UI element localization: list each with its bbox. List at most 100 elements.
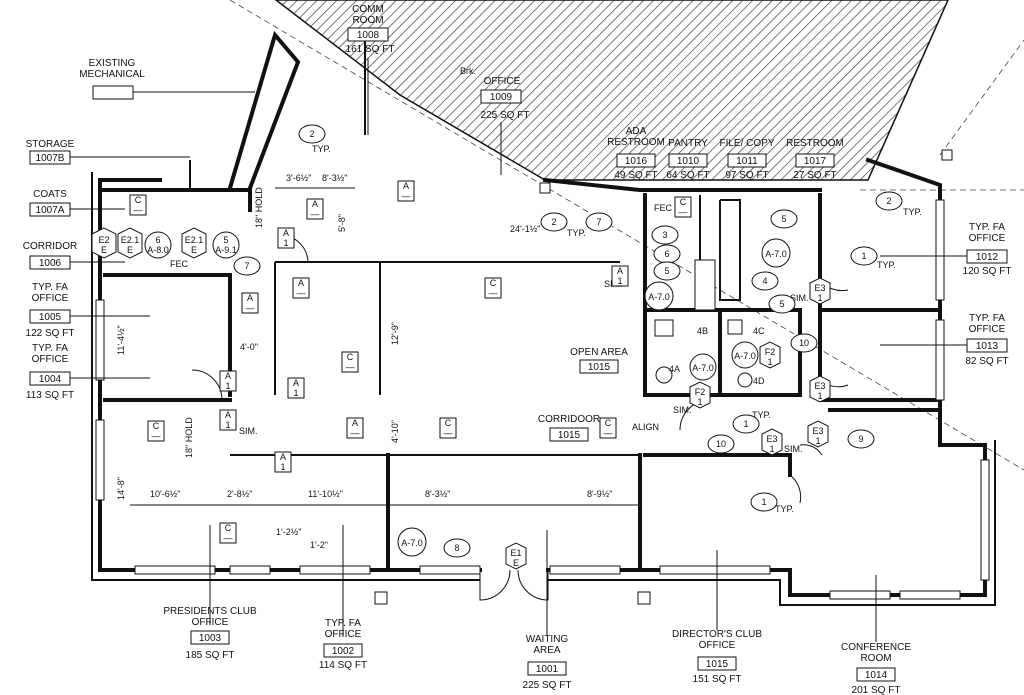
keynote-5-b: 5 <box>770 209 798 229</box>
room-name: CORRIDOR <box>23 241 77 252</box>
tag-text: C— <box>224 523 233 543</box>
keynote-10-a: 10 <box>790 333 818 353</box>
room-number: 1007A <box>36 205 65 216</box>
keynote-6: 6 <box>653 244 681 264</box>
keynote-number: 4 <box>762 276 767 286</box>
keynote-2-b: 2 <box>540 212 568 232</box>
tag-aa-5: A— <box>346 417 364 439</box>
room-number: 1017 <box>804 156 827 167</box>
notes: TYP. TYP. TYP. TYP. TYP. TYP. FEC FEC SI… <box>170 66 922 514</box>
room-name: STORAGE <box>26 139 75 150</box>
room-number: 1007B <box>36 153 65 164</box>
keynote-9: 9 <box>847 429 875 449</box>
room-area: 82 SQ FT <box>965 356 1008 367</box>
room-name: FILE/ COPY <box>719 138 774 149</box>
room-number: 1014 <box>865 670 888 681</box>
keynote-number: 2 <box>886 196 891 206</box>
dimension-label: 11'-4½" <box>116 325 126 355</box>
room-number: 1010 <box>677 156 700 167</box>
tag-a70-right: A-7.0 <box>761 238 791 268</box>
room-label-1009: OFFICE 1009 225 SQ FT <box>480 76 529 121</box>
tag-c-5: C— <box>147 420 165 442</box>
tag-aa-1: A— <box>397 180 415 202</box>
room-area: 122 SQ FT <box>26 328 75 339</box>
room-area: 120 SQ FT <box>963 266 1012 277</box>
room-label-1010: PANTRY 1010 64 SQ FT <box>666 138 709 181</box>
tag-text: C— <box>604 418 613 438</box>
keynote-number: 1 <box>743 419 748 429</box>
tag-a70-left: A-7.0 <box>397 527 427 557</box>
tag-text: C— <box>346 352 355 372</box>
fixture-label: 4B <box>697 326 708 336</box>
tag-a70-mid: A-7.0 <box>644 281 674 311</box>
tag-c-2: C— <box>674 196 692 218</box>
tag-text: A-7.0 <box>648 292 670 302</box>
dimension-label: 8'-3½" <box>322 173 347 183</box>
room-area: 201 SQ FT <box>852 685 901 695</box>
keynote-number: 5 <box>664 266 669 276</box>
keynote-number: 1 <box>761 497 766 507</box>
dimension-label: 8'-9½" <box>587 489 612 499</box>
tag-text: A— <box>402 181 411 201</box>
room-area: 64 SQ FT <box>666 170 709 181</box>
room-number: 1015 <box>558 430 581 441</box>
tag-text: A— <box>246 293 255 313</box>
tag-aa-2: A— <box>306 198 324 220</box>
keynote-7-a: 7 <box>585 212 613 232</box>
dimension-label: 11'-10½" <box>308 489 343 499</box>
keynote-1-c: 1 <box>750 492 778 512</box>
dimension-label: 14'-8" <box>116 477 126 500</box>
room-label-1011: FILE/ COPY 1011 97 SQ FT <box>719 138 774 181</box>
room-number: 1006 <box>39 258 62 269</box>
keynote-7-b: 7 <box>233 256 261 276</box>
room-number: 1009 <box>490 92 513 103</box>
tag-aa-4: A— <box>292 277 310 299</box>
room-name: OFFICE <box>484 76 521 87</box>
room-area: 151 SQ FT <box>693 674 742 685</box>
keynote-number: 10 <box>716 439 726 449</box>
room-area: 113 SQ FT <box>26 390 74 401</box>
room-area: 161 SQ FT <box>346 44 395 55</box>
tag-a70-restroom-a: A-7.0 <box>689 353 717 381</box>
note-text: TYP. <box>567 228 586 238</box>
dimension-label: 1'-2½" <box>276 527 301 537</box>
keynote-number: 2 <box>551 217 556 227</box>
fixture-label: 4A <box>669 364 680 374</box>
reference-line <box>229 0 1024 471</box>
dimension-label: 24'-1½" <box>510 224 540 234</box>
room-number: 1005 <box>39 312 62 323</box>
room-number: 1008 <box>357 30 380 41</box>
tag-text: A-7.0 <box>765 249 787 259</box>
tag-a70-restroom-b: A-7.0 <box>731 341 759 369</box>
room-area: 49 SQ FT <box>614 170 657 181</box>
fixture-label: 4C <box>753 326 765 336</box>
keynote-8: 8 <box>443 538 471 558</box>
keynote-2-c: 2 <box>875 191 903 211</box>
keynote-number: 6 <box>664 249 669 259</box>
tag-text: C— <box>152 421 161 441</box>
note-text: FEC <box>654 203 673 213</box>
